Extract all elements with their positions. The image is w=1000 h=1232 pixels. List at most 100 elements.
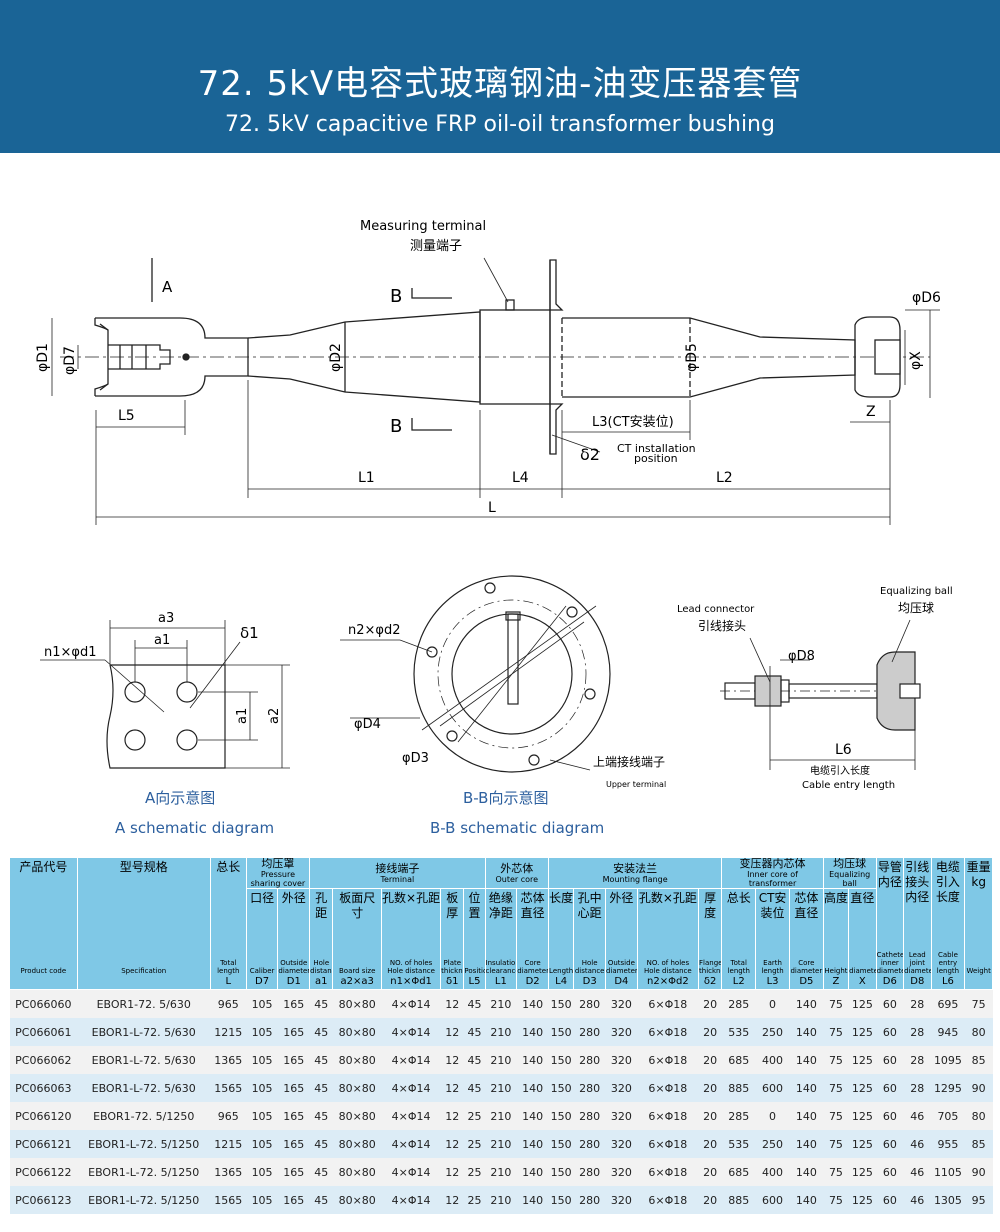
table-cell: 60 [876,1130,904,1158]
table-cell: 320 [605,1158,638,1186]
column-header-cn: 孔数×孔距 [382,891,441,905]
table-cell: 320 [605,989,638,1018]
table-cell: 6×Φ18 [637,1018,699,1046]
column-header-en: diameter [849,967,875,975]
table-cell: 1215 [210,1130,247,1158]
column-header-en: Weight [966,967,991,975]
table-cell: PC066062 [9,1046,78,1074]
table-cell: 6×Φ18 [637,1074,699,1102]
column-header-symbol: Z [832,976,840,987]
table-cell: 4×Φ14 [381,1018,441,1046]
view-bb-drawing: n2×φd2 φD4 φD3 上端接线端子 Upper terminal [340,575,666,789]
table-cell: 4×Φ14 [381,1130,441,1158]
column-header-symbol: L1 [494,976,507,987]
table-cell: 4×Φ14 [381,1102,441,1130]
table-cell: 45 [463,1018,486,1046]
table-cell: 75 [823,1074,849,1102]
table-cell: EBOR1-L-72. 5/1250 [77,1186,211,1214]
table-cell: 965 [210,989,247,1018]
dim-l5: L5 [118,408,135,424]
table-cell: 25 [463,1158,486,1186]
column-header-cn: 重量kg [966,860,991,889]
column-header-en: Length [549,967,574,975]
column-group-cn: 安装法兰 [613,861,658,875]
table-cell: 4×Φ14 [381,989,441,1018]
title-banner: 72. 5kV电容式玻璃钢油-油变压器套管 72. 5kV capacitive… [0,0,1000,153]
column-header-en: Core diameter [517,959,549,975]
table-cell: 45 [309,1158,333,1186]
view-a-caption-cn: A向示意图 [145,789,216,807]
table-cell: 4×Φ14 [381,1186,441,1214]
table-cell: 150 [548,1102,574,1130]
table-cell: 0 [755,1102,790,1130]
view-a-delta1: δ1 [240,624,259,642]
table-cell: 105 [246,1018,278,1046]
table-cell: 165 [277,1018,310,1046]
column-header-symbol: L6 [941,976,954,987]
table-cell: 140 [789,1074,824,1102]
column-header-symbol: D8 [910,976,925,987]
lead-connector-en: Lead connector [677,604,755,615]
view-a-a2: a2 [267,708,282,724]
table-cell: 535 [721,1130,756,1158]
view-a-drawing: a3 a1 δ1 n1×φd1 a1 a2 [40,611,290,769]
table-cell: 12 [440,989,464,1018]
table-cell: 6×Φ18 [637,1186,699,1214]
dim-l3: L3(CT安装位) [592,415,674,430]
column-header: 直径diameterX [848,888,877,990]
view-a-a1-top: a1 [154,633,170,648]
column-group-en: Mounting flange [602,874,668,884]
column-header-cn: 孔距 [315,891,328,920]
column-header-symbol: L3 [766,976,779,987]
column-header-symbol: D4 [614,976,629,987]
table-cell: 125 [848,1074,877,1102]
dim-d5: φD5 [684,343,700,372]
column-header-en: Catheter inner diameter [876,951,902,975]
equalizing-ball-en: Equalizing ball [880,586,953,597]
table-cell: 6×Φ18 [637,1102,699,1130]
column-header-cn: 电缆引入长度 [935,860,960,904]
column-group-en: Inner core of transformer [747,870,798,888]
table-cell: 105 [246,1046,278,1074]
table-cell: 125 [848,1046,877,1074]
table-cell: 210 [485,989,517,1018]
view-bb-upper-terminal-en: Upper terminal [606,780,666,789]
column-header-symbol: D5 [799,976,814,987]
table-cell: 20 [698,1018,722,1046]
table-cell: 210 [485,1018,517,1046]
table-cell: 140 [789,1102,824,1130]
column-group-cn: 外芯体 [500,861,534,875]
table-cell: 140 [516,1046,549,1074]
column-group-en: Outer core [495,874,539,884]
table-cell: 285 [721,1102,756,1130]
view-a-marker: A [162,278,173,296]
table-cell: 125 [848,1130,877,1158]
dim-d7: φD7 [62,346,78,375]
measuring-terminal-label-cn: 测量端子 [410,239,462,254]
table-cell: 85 [964,1046,993,1074]
table-cell: 955 [931,1130,965,1158]
column-header-cn: 外径 [609,891,634,905]
table-cell: 80×80 [332,1130,382,1158]
table-cell: 140 [516,1186,549,1214]
column-header-en: Outside diameter [606,959,638,975]
column-header-cn: 位置 [468,891,481,920]
column-group-cn: 变压器内芯体 [739,857,806,870]
column-header-en: Board size [339,967,376,975]
table-cell: 4×Φ14 [381,1046,441,1074]
table-cell: 80×80 [332,1102,382,1130]
table-cell: 1365 [210,1046,247,1074]
table-cell: EBOR1-L-72. 5/630 [77,1018,211,1046]
table-cell: 165 [277,1130,310,1158]
table-cell: PC066123 [9,1186,78,1214]
table-cell: 105 [246,1102,278,1130]
table-cell: 105 [246,1130,278,1158]
